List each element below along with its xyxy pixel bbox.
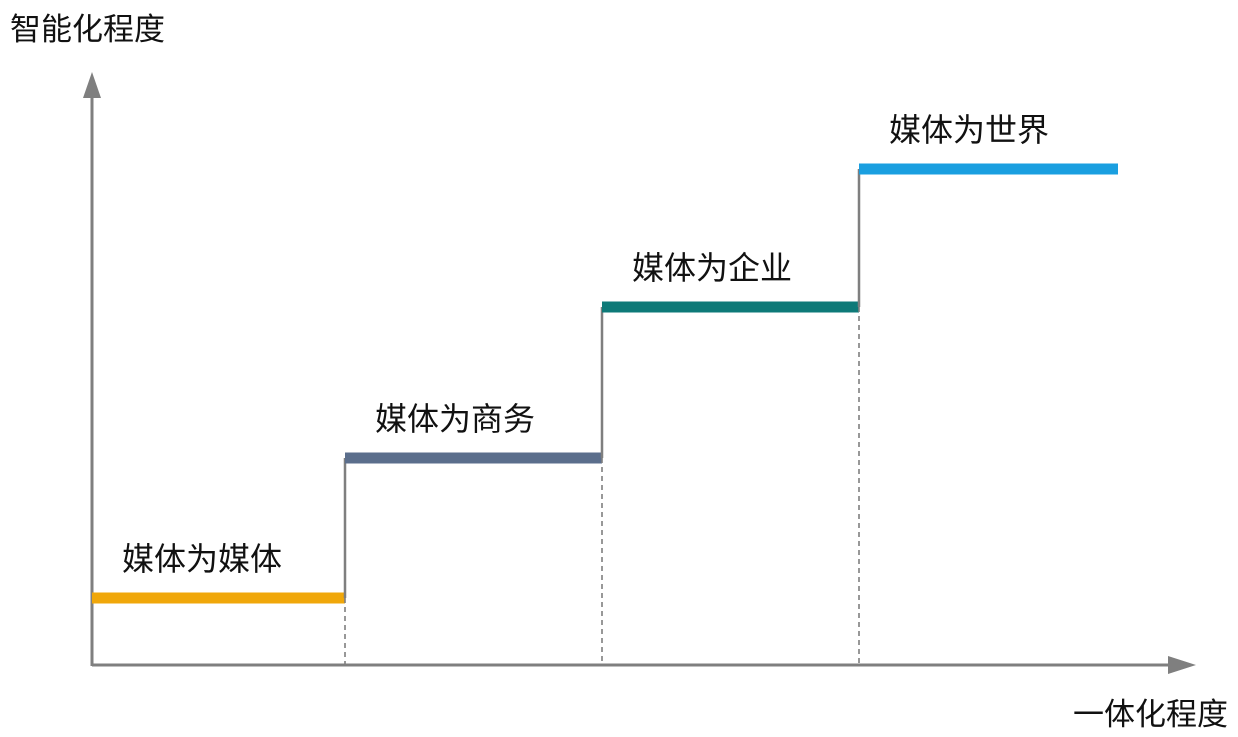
stage-label-1: 媒体为媒体 [122, 540, 282, 578]
stage-label-3: 媒体为企业 [632, 249, 792, 287]
x-axis-label: 一体化程度 [1073, 697, 1228, 733]
y-axis-arrowhead [83, 72, 101, 98]
x-axis-arrowhead [1168, 656, 1196, 674]
stage-label-2: 媒体为商务 [375, 400, 535, 438]
stage-label-4: 媒体为世界 [889, 111, 1049, 149]
y-axis-label: 智能化程度 [10, 12, 165, 48]
stage-steps: 媒体为媒体 媒体为商务 媒体为企业 媒体为世界 [92, 111, 1118, 665]
